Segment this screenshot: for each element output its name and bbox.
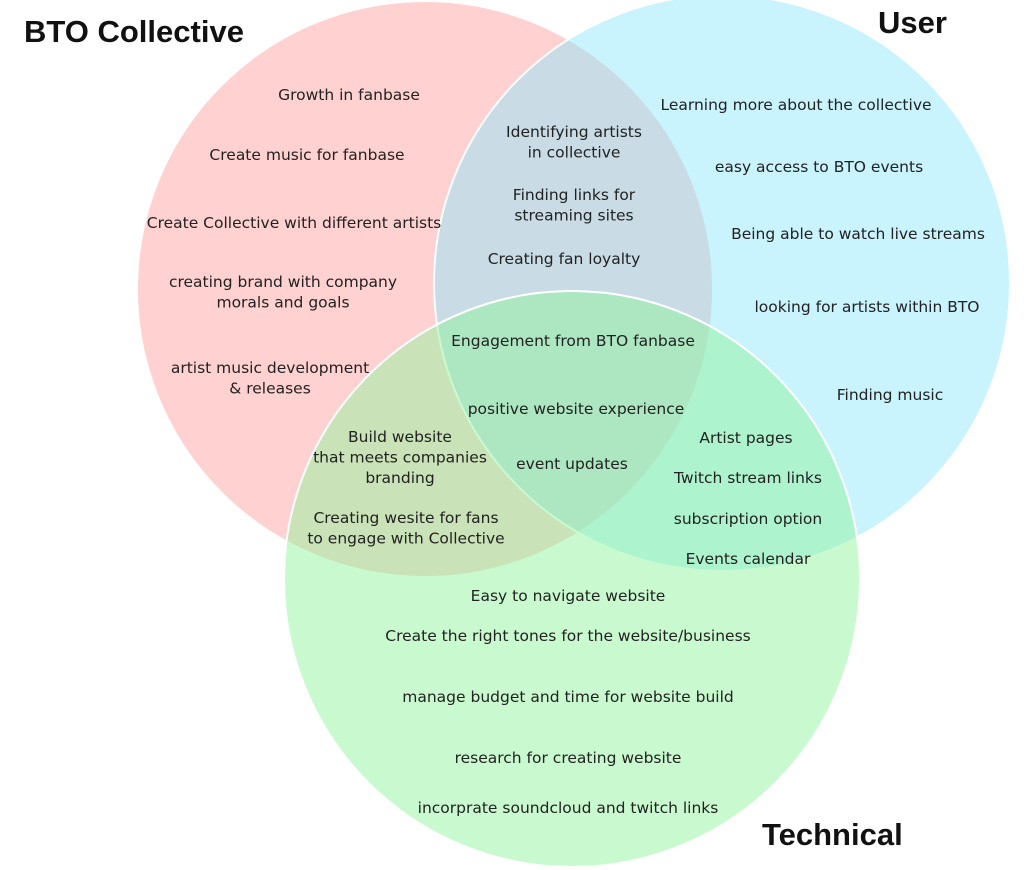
technical-circle [283, 290, 861, 868]
user-item: Learning more about the collective [660, 96, 931, 114]
label-line: Identifying artists [506, 123, 642, 141]
bto-item: Create music for fanbase [209, 146, 404, 164]
label-line: Build website [348, 428, 452, 446]
all-three-item: event updates [516, 455, 628, 473]
user-item: looking for artists within BTO [754, 298, 979, 316]
user-technical-item: subscription option [674, 510, 822, 528]
bto-user-item: Creating fan loyalty [488, 250, 641, 268]
technical-title: Technical [762, 817, 903, 852]
user-technical-item: Events calendar [686, 550, 811, 568]
user-technical-item: Artist pages [699, 429, 792, 447]
technical-item: incorprate soundcloud and twitch links [418, 799, 719, 817]
label-line: to engage with Collective [307, 530, 504, 548]
label-line: in collective [528, 144, 621, 162]
label-line: Finding links for [513, 186, 636, 204]
label-line: that meets companies [313, 449, 487, 467]
bto-user-item: Finding links for streaming sites [513, 186, 636, 225]
bto-collective-circle [136, 0, 714, 578]
label-line: morals and goals [216, 294, 349, 312]
bto-collective-title: BTO Collective [24, 14, 244, 49]
label-line: & releases [229, 380, 311, 398]
technical-item: Easy to navigate website [471, 587, 666, 605]
bto-item: artist music development & releases [171, 359, 369, 398]
user-circle [433, 0, 1011, 572]
bto-item: Create Collective with different artists [147, 214, 441, 232]
bto-user-item: Identifying artists in collective [506, 123, 642, 162]
label-line: Creating wesite for fans [313, 509, 498, 527]
user-technical-item: Twitch stream links [673, 469, 822, 487]
label-line: artist music development [171, 359, 369, 377]
technical-item: research for creating website [455, 749, 682, 767]
user-title: User [878, 5, 947, 40]
user-item: Being able to watch live streams [731, 225, 985, 243]
label-line: branding [365, 469, 434, 487]
all-three-item: positive website experience [468, 400, 685, 418]
bto-item: creating brand with company morals and go… [169, 273, 397, 312]
bto-item: Growth in fanbase [278, 86, 420, 104]
user-item: easy access to BTO events [715, 158, 923, 176]
technical-item: manage budget and time for website build [402, 688, 733, 706]
technical-item: Create the right tones for the website/b… [385, 627, 751, 645]
label-line: creating brand with company [169, 273, 397, 291]
label-line: streaming sites [514, 207, 633, 225]
all-three-item: Engagement from BTO fanbase [451, 332, 695, 350]
user-item: Finding music [837, 386, 943, 404]
bto-technical-item: Build website that meets companies brandin… [313, 428, 487, 487]
bto-technical-item: Creating wesite for fans to engage with C… [307, 509, 504, 548]
